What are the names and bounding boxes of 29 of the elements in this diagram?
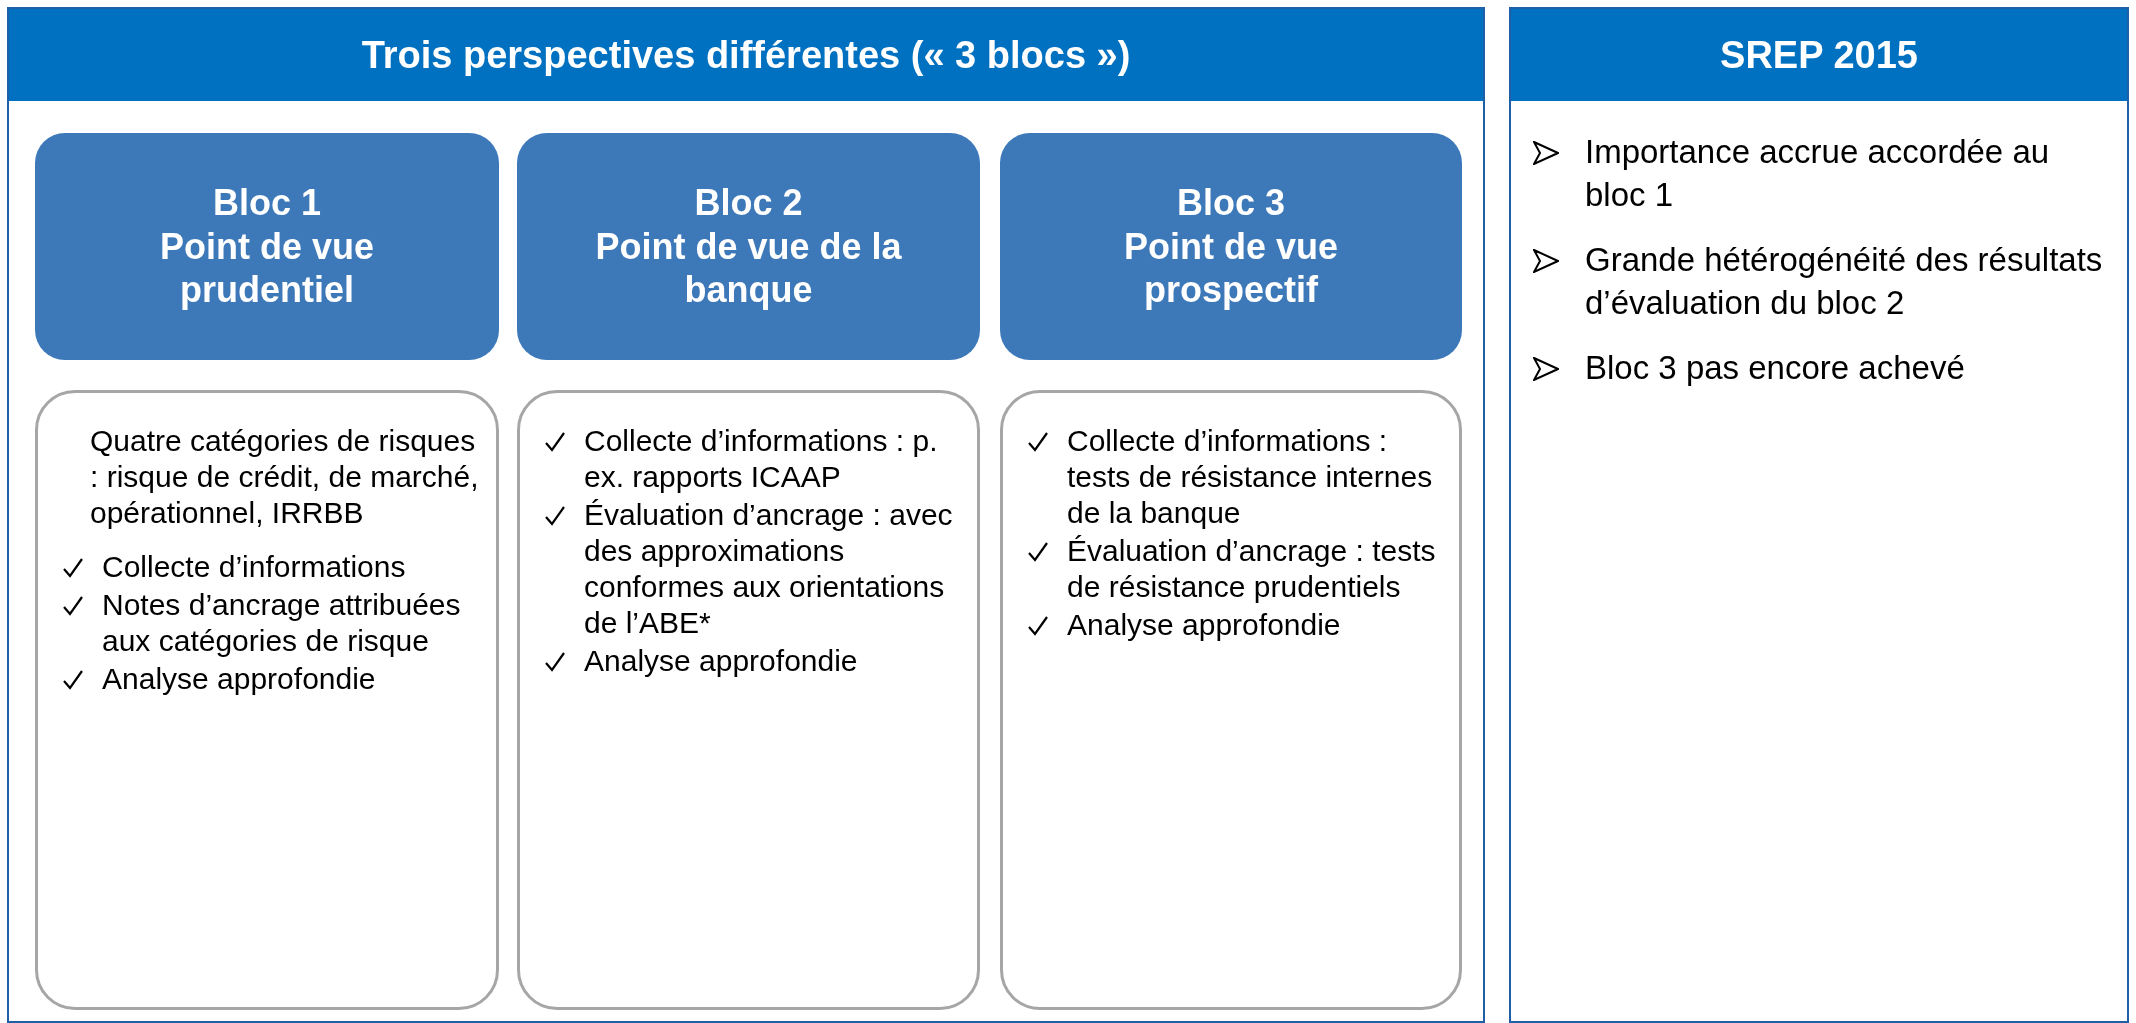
block-title: Bloc 3 xyxy=(1176,180,1285,225)
block-title: Bloc 2 xyxy=(694,180,803,225)
panel xyxy=(7,7,1485,1023)
block-subtitle: Point de vue de la banque xyxy=(594,224,903,313)
bullet-text: Bloc 3 pas encore achevé xyxy=(1585,347,1965,388)
bullet-text: Évaluation d’ancrage : avec des approximations conformes aux orientations de l’ABE* xyxy=(584,497,954,641)
panel xyxy=(1509,7,2129,1023)
bullet-text: Analyse approfondie xyxy=(584,643,858,679)
bullet-text: Collecte d’informations : tests de résistance internes de la banque xyxy=(1067,423,1434,531)
header-box xyxy=(517,133,980,360)
content-box xyxy=(35,390,499,1010)
block-subtitle: Point de vue prudentiel xyxy=(159,224,375,313)
bullet-text: Évaluation d’ancrage : tests de résistance prudentiels xyxy=(1067,533,1437,605)
bullet-text: Analyse approfondie xyxy=(102,661,376,697)
bullet-text: Collecte d’informations xyxy=(102,549,406,585)
content-box xyxy=(1000,390,1462,1010)
header-box xyxy=(35,133,499,360)
bullet-text: Grande hétérogénéité des résultats d’évaluation du bloc 2 xyxy=(1585,239,2104,323)
bullet-text: Collecte d’informations : p. ex. rapports ICAAP xyxy=(584,423,939,495)
block-subtitle: Point de vue prospectif xyxy=(1123,224,1339,313)
panel-title: Trois perspectives différentes (« 3 blocs ») xyxy=(361,33,1131,77)
bullet-text: Importance accrue accordée au bloc 1 xyxy=(1585,132,2051,215)
header-box xyxy=(1000,133,1462,360)
bullet-text: Notes d’ancrage attribuées aux catégories de risque xyxy=(102,587,462,659)
block-title: Bloc 1 xyxy=(212,180,321,225)
description-text: Quatre catégories de risques : risque de crédit, de marché, opérationnel, IRRBB xyxy=(90,423,480,531)
panel-title: SREP 2015 xyxy=(1720,33,1918,77)
bullet-text: Analyse approfondie xyxy=(1067,607,1341,643)
content-box xyxy=(517,390,980,1010)
